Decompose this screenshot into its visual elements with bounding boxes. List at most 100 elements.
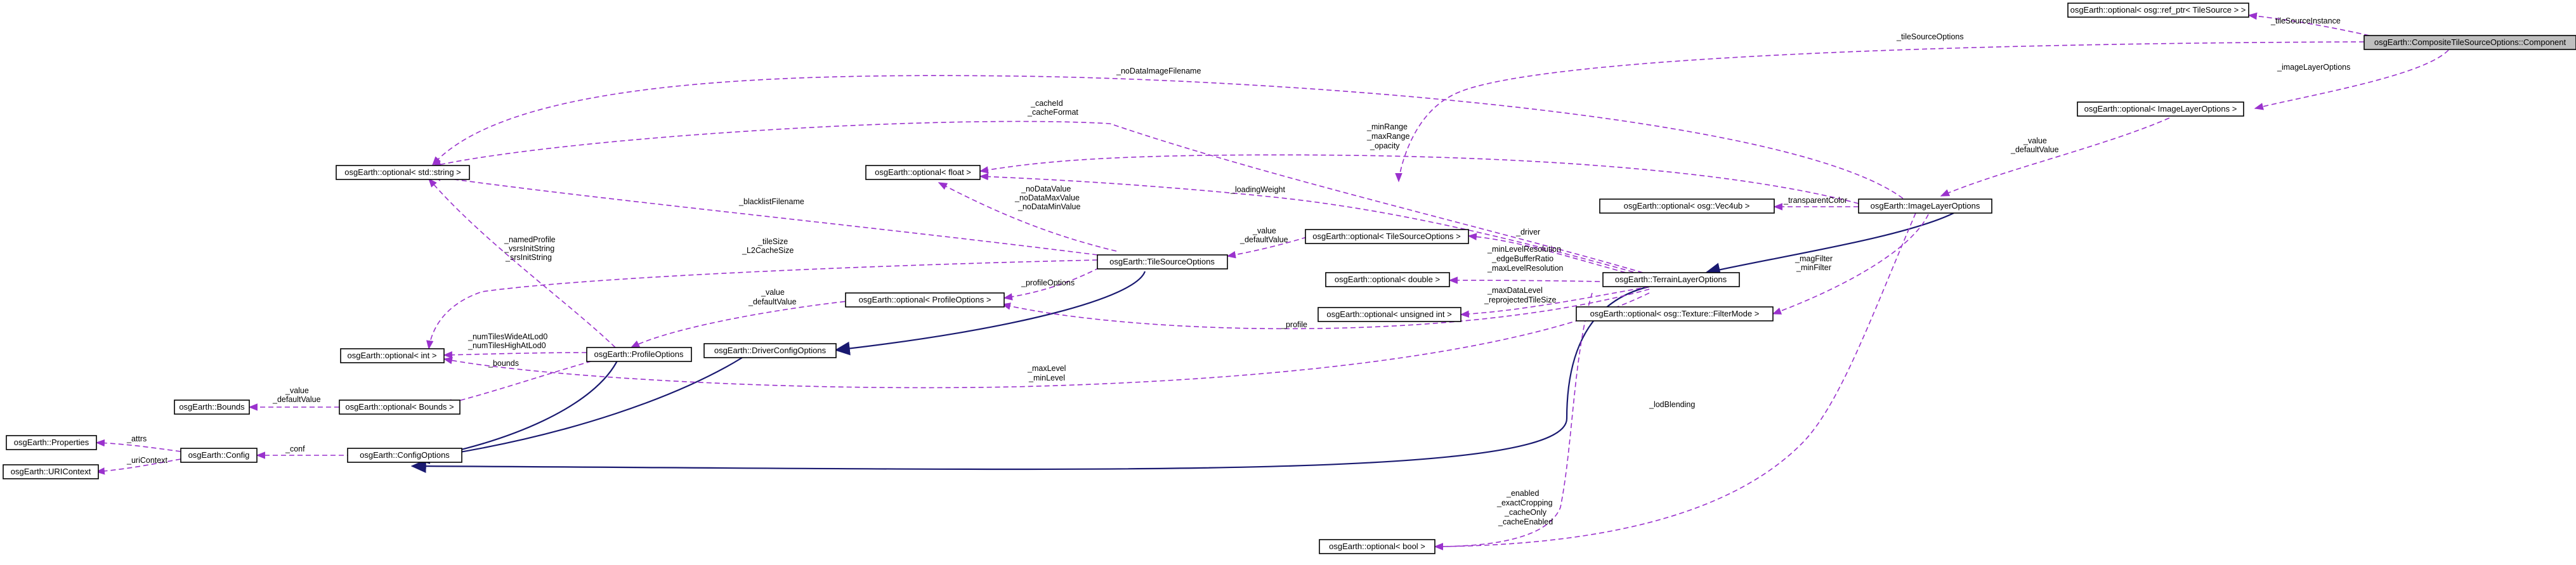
node-optional-float[interactable]: osgEarth::optional< float > bbox=[865, 165, 981, 180]
edge-magfilter-minfilter bbox=[1772, 214, 1929, 315]
node-optional-vec4ub[interactable]: osgEarth::optional< osg::Vec4ub > bbox=[1599, 198, 1775, 214]
edge-label-value-b: _value bbox=[285, 386, 309, 395]
node-label: osgEarth::Bounds bbox=[179, 402, 245, 412]
edge-label-blacklistfilename: _blacklistFilename bbox=[738, 197, 804, 206]
edge-maxdatalevel-reprojected bbox=[1460, 286, 1650, 318]
edge-maxlevel-minlevel bbox=[443, 292, 1650, 389]
edge-value-default-po bbox=[630, 300, 854, 348]
edge-label-profileoptions: _profileOptions bbox=[1021, 278, 1075, 287]
edge-nodata-values bbox=[938, 182, 1117, 252]
edge-namedprofile-strings bbox=[428, 178, 616, 348]
edge-nodataimagefilename bbox=[432, 75, 1910, 204]
edge-label-namedprofile: _namedProfile bbox=[504, 235, 556, 244]
node-label: osgEarth::TileSourceOptions bbox=[1109, 257, 1215, 266]
node-label: osgEarth::optional< osg::Texture::Filter… bbox=[1590, 309, 1760, 318]
node-label: osgEarth::ImageLayerOptions bbox=[1871, 201, 1980, 211]
node-label: osgEarth::Config bbox=[188, 450, 250, 460]
node-label: osgEarth::optional< ImageLayerOptions > bbox=[2084, 104, 2237, 114]
node-composite-component[interactable]: osgEarth::CompositeTileSourceOptions::Co… bbox=[2364, 35, 2576, 50]
node-label: osgEarth::optional< float > bbox=[875, 167, 971, 177]
edge-label-value-tso: _value bbox=[1252, 226, 1276, 235]
edge-label-defaultvalue-b: _defaultValue bbox=[272, 395, 321, 404]
node-optional-bounds[interactable]: osgEarth::optional< Bounds > bbox=[339, 399, 461, 415]
edge-label-numtileshigh: _numTilesHighAtLod0 bbox=[467, 341, 546, 350]
node-optional-string[interactable]: osgEarth::optional< std::string > bbox=[336, 165, 470, 180]
edge-profileoptions bbox=[1003, 263, 1108, 301]
node-label: osgEarth::optional< osg::ref_ptr< TileSo… bbox=[2070, 5, 2246, 15]
node-imagelayeroptions[interactable]: osgEarth::ImageLayerOptions bbox=[1858, 198, 1992, 214]
node-label: osgEarth::optional< TileSourceOptions > bbox=[1312, 231, 1460, 241]
inherit-configoptions-driverconfig bbox=[414, 357, 743, 464]
node-config[interactable]: osgEarth::Config bbox=[180, 448, 258, 463]
edge-tilesize-l2cache bbox=[426, 259, 1098, 350]
inherit-driverconfig-tilesource bbox=[834, 271, 1146, 356]
edge-label-tilesize: _tileSize bbox=[757, 237, 788, 246]
node-tilesourceoptions[interactable]: osgEarth::TileSourceOptions bbox=[1097, 254, 1228, 270]
edge-label-conf: _conf bbox=[285, 445, 305, 453]
edge-label-exactcropping: _exactCropping bbox=[1496, 498, 1553, 507]
edge-label-minlevel: _minLevel bbox=[1028, 373, 1065, 382]
edge-driver bbox=[1467, 233, 1650, 280]
edge-loadingweight bbox=[979, 172, 1650, 277]
inherit-configoptions-terrainlayer bbox=[410, 285, 1650, 473]
node-optional-texture-filtermode[interactable]: osgEarth::optional< osg::Texture::Filter… bbox=[1576, 306, 1774, 321]
node-optional-imagelayeroptions[interactable]: osgEarth::optional< ImageLayerOptions > bbox=[2077, 101, 2244, 117]
edge-bool-members bbox=[1434, 292, 1593, 550]
edge-label-minrange: _minRange bbox=[1366, 122, 1408, 131]
node-label: osgEarth::ProfileOptions bbox=[594, 349, 684, 359]
edge-label-reprojectedtilesize: _reprojectedTileSize bbox=[1484, 295, 1557, 304]
edge-label-nodataminvalue: _noDataMinValue bbox=[1017, 202, 1080, 211]
edge-label-nodatamaxvalue: _noDataMaxValue bbox=[1014, 193, 1080, 202]
edge-label-defaultvalue-ilo: _defaultValue bbox=[2010, 145, 2059, 154]
node-optional-double[interactable]: osgEarth::optional< double > bbox=[1325, 272, 1450, 287]
edge-cacheid-cacheformat bbox=[431, 120, 1644, 273]
edge-numtiles bbox=[443, 351, 587, 359]
node-label: osgEarth::URIContext bbox=[11, 467, 91, 476]
edge-label-cacheenabled: _cacheEnabled bbox=[1498, 517, 1553, 526]
node-optional-bool[interactable]: osgEarth::optional< bool > bbox=[1319, 539, 1435, 554]
node-optional-profileoptions[interactable]: osgEarth::optional< ProfileOptions > bbox=[845, 292, 1005, 308]
edge-lodblending bbox=[1434, 212, 1916, 550]
node-label: osgEarth::optional< std::string > bbox=[344, 167, 461, 177]
node-optional-tilesourceoptions[interactable]: osgEarth::optional< TileSourceOptions > bbox=[1305, 229, 1469, 244]
edge-label-value-ilo: _value bbox=[2023, 136, 2047, 145]
node-optional-unsigned-int[interactable]: osgEarth::optional< unsigned int > bbox=[1317, 307, 1461, 322]
edge-label-maxlevel: _maxLevel bbox=[1027, 364, 1066, 373]
edge-tilesourceoptions-top bbox=[1395, 41, 2365, 183]
edge-label-tilesourceinstance: _tileSourceInstance bbox=[2270, 16, 2341, 25]
node-profileoptions[interactable]: osgEarth::ProfileOptions bbox=[586, 347, 692, 362]
edge-label-minlevelresolution: _minLevelResolution bbox=[1487, 245, 1561, 254]
edge-profile bbox=[1001, 289, 1650, 330]
edge-label-numtileswide: _numTilesWideAtLod0 bbox=[467, 332, 547, 341]
edge-label-minfilter: _minFilter bbox=[1796, 263, 1831, 272]
node-label: osgEarth::CompositeTileSourceOptions::Co… bbox=[2374, 37, 2566, 47]
node-bounds[interactable]: osgEarth::Bounds bbox=[174, 399, 250, 415]
edge-minlevelres-maxlevelres bbox=[1448, 276, 1650, 284]
edge-label-enabled: _enabled bbox=[1506, 489, 1539, 498]
edge-imagelayeroptions bbox=[2254, 49, 2449, 110]
edge-minrange-opacity bbox=[979, 154, 1859, 204]
edge-label-opacity: _opacity bbox=[1370, 141, 1400, 150]
node-optional-int[interactable]: osgEarth::optional< int > bbox=[340, 348, 445, 363]
edge-label-driver: _driver bbox=[1515, 228, 1540, 237]
edge-label-maxlevelresolution: _maxLevelResolution bbox=[1487, 264, 1564, 273]
edge-uricontext bbox=[95, 458, 181, 475]
node-configoptions[interactable]: osgEarth::ConfigOptions bbox=[347, 448, 462, 463]
node-label: osgEarth::TerrainLayerOptions bbox=[1615, 275, 1727, 284]
node-terrainlayeroptions[interactable]: osgEarth::TerrainLayerOptions bbox=[1602, 272, 1740, 287]
edge-label-transparentcolor: _transparentColor bbox=[1783, 196, 1847, 205]
node-properties[interactable]: osgEarth::Properties bbox=[6, 435, 97, 450]
edge-label-edgebufferratio: _edgeBufferRatio bbox=[1491, 254, 1553, 263]
edge-label-maxrange: _maxRange bbox=[1366, 132, 1409, 141]
edge-blacklistfilename bbox=[431, 174, 1098, 256]
edge-value-default-ilo bbox=[1940, 117, 2170, 197]
node-uricontext[interactable]: osgEarth::URIContext bbox=[3, 464, 99, 479]
edge-label-cacheformat: _cacheFormat bbox=[1027, 108, 1078, 117]
edge-label-lodblending: _lodBlending bbox=[1649, 400, 1695, 409]
node-optional-refptr-tilesource[interactable]: osgEarth::optional< osg::ref_ptr< TileSo… bbox=[2067, 3, 2249, 18]
edge-label-maxdatalevel: _maxDataLevel bbox=[1487, 286, 1543, 295]
edge-label-magfilter: _magFilter bbox=[1795, 254, 1833, 263]
edge-value-default-tso bbox=[1226, 237, 1307, 259]
node-label: osgEarth::optional< unsigned int > bbox=[1326, 309, 1451, 319]
node-driverconfigoptions[interactable]: osgEarth::DriverConfigOptions bbox=[703, 343, 837, 358]
